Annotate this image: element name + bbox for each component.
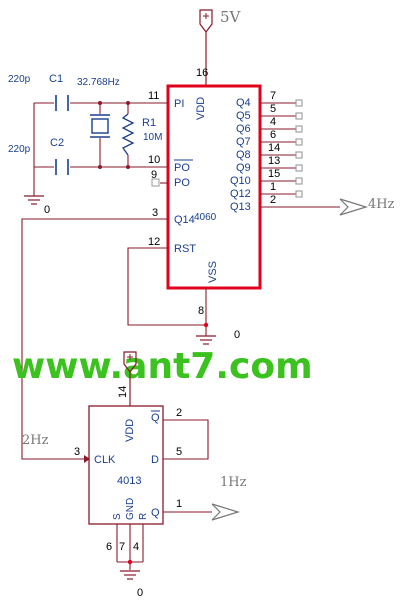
oscillator-junctions (98, 101, 130, 169)
ic2-pin-7-num: 7 (119, 541, 125, 553)
c1-value: 220p (8, 74, 31, 85)
pin9-open-terminal (151, 178, 160, 187)
ic1-vss-label: VSS (207, 261, 219, 283)
ic2-pin-4-num: 4 (133, 541, 139, 553)
crystal-icon (90, 114, 110, 138)
ic2-q-label: Q (151, 507, 160, 519)
ic1-pin-11-num: 11 (148, 90, 159, 102)
ic1-pin-5-num: 5 (270, 103, 276, 115)
ic1-pin-q9-label: Q9 (236, 162, 251, 174)
ic1-pin-q6-label: Q6 (236, 123, 251, 135)
capacitor-c2 (55, 159, 69, 175)
ic2-pin-2-num: 2 (176, 407, 182, 419)
ic2-clk-label: CLK (94, 454, 116, 466)
clk-2hz-label: 2Hz (22, 433, 49, 448)
ic2-pin-5-num: 5 (176, 446, 182, 458)
r1-value: 10M (143, 132, 162, 143)
ic1-pin-q10-label: Q10 (230, 175, 251, 187)
resistor-r1-icon (121, 113, 135, 156)
capacitor-c1 (55, 95, 69, 111)
ic1-pin-po-label: PO (174, 177, 190, 189)
vcc-symbol-top (199, 9, 213, 33)
output-4hz-label: 4Hz (368, 197, 395, 212)
clk-input-arrow-icon (84, 455, 90, 463)
ic1-pin-q7-label: Q7 (236, 136, 251, 148)
ic1-pin-13-num: 13 (268, 155, 280, 167)
ic1-pin-12-num: 12 (148, 236, 160, 248)
ic1-pin-q5-label: Q5 (236, 110, 251, 122)
ic1-pin-q13-label: Q13 (230, 201, 251, 213)
ic1-pin-2-num: 2 (270, 194, 276, 206)
ic2-vdd-pin-num: 14 (117, 386, 129, 398)
gnd-label-ic1: 0 (234, 329, 240, 341)
ic1-vdd-pin-num: 16 (196, 67, 208, 79)
ic1-pin-q14-label: Q14 (174, 214, 195, 226)
crystal-frequency: 32.768Hz (77, 77, 120, 88)
ic2-r-label: R (138, 513, 149, 520)
ic2-s-label: S (112, 513, 123, 520)
ic1-pin-q4-label: Q4 (236, 97, 251, 109)
ic2-qbar-label: Q (151, 412, 160, 424)
ic1-pin-q12-label: Q12 (230, 188, 251, 200)
output-4hz-arrow-icon (339, 198, 369, 216)
ic2-gnd-label: GND (125, 498, 136, 520)
ground-junction (203, 322, 209, 328)
ground-icon-oscillator (24, 195, 44, 205)
ic1-pin-3-num: 3 (152, 207, 158, 219)
ground-icon-ic2 (120, 570, 140, 580)
ic1-body (166, 84, 262, 290)
ic1-pin-q8-label: Q8 (236, 149, 251, 161)
ic2-pin-6-num: 6 (106, 541, 112, 553)
vcc-label-top: 5V (220, 8, 242, 26)
ic1-pin-4-num: 4 (270, 116, 276, 128)
ic1-name: 4060 (194, 212, 217, 223)
ic2-vdd-label: VDD (124, 419, 136, 442)
ic1-pin-po-bar-label: PO (174, 162, 190, 174)
ic2-pin-3-num: 3 (74, 446, 80, 458)
gnd-label-ic2: 0 (137, 587, 143, 599)
c2-value: 220p (8, 144, 31, 155)
ic1-pin-14-num: 14 (268, 142, 280, 154)
ic1-pin-rst-label: RST (174, 243, 196, 255)
ic1-pin-9-num: 9 (151, 169, 157, 181)
ic2-ground-junction (127, 559, 133, 565)
ic2-body (88, 405, 164, 525)
ic2-d-label: D (151, 454, 159, 466)
ic1-pin-pi-label: PI (174, 98, 184, 110)
ic1-vdd-label: VDD (195, 97, 207, 120)
ic1-pin-10-num: 10 (148, 154, 160, 166)
qbar-to-d-feedback (163, 419, 209, 460)
c1-label: C1 (49, 73, 63, 85)
output-1hz-label: 1Hz (220, 475, 247, 490)
ic1-right-pins: Q4 Q5 Q6 Q7 Q8 Q9 Q10 Q12 Q13 7 5 4 6 14… (230, 90, 280, 213)
ic1-lower-wiring (21, 218, 207, 460)
ic1-pin-15-num: 15 (268, 168, 280, 180)
watermark-text: www.ant7.com (12, 346, 313, 387)
gnd-label-oscillator: 0 (44, 204, 50, 216)
ic1-vss-pin-num: 8 (198, 305, 204, 317)
ground-icon-ic1 (196, 335, 216, 345)
ic2-pin-1-num: 1 (176, 498, 182, 510)
ic1-pin-1-num: 1 (270, 181, 276, 193)
ic1-pin-6-num: 6 (270, 129, 276, 141)
output-1hz-arrow-icon (211, 503, 241, 521)
c2-label: C2 (50, 137, 64, 149)
ic1-right-pin-stubs (260, 99, 340, 208)
r1-label: R1 (142, 117, 156, 129)
oscillator-wiring (33, 102, 168, 196)
vcc-symbol-ic2 (123, 351, 137, 373)
ic1-pin-7-num: 7 (270, 90, 276, 102)
ic2-name: 4013 (117, 475, 141, 487)
